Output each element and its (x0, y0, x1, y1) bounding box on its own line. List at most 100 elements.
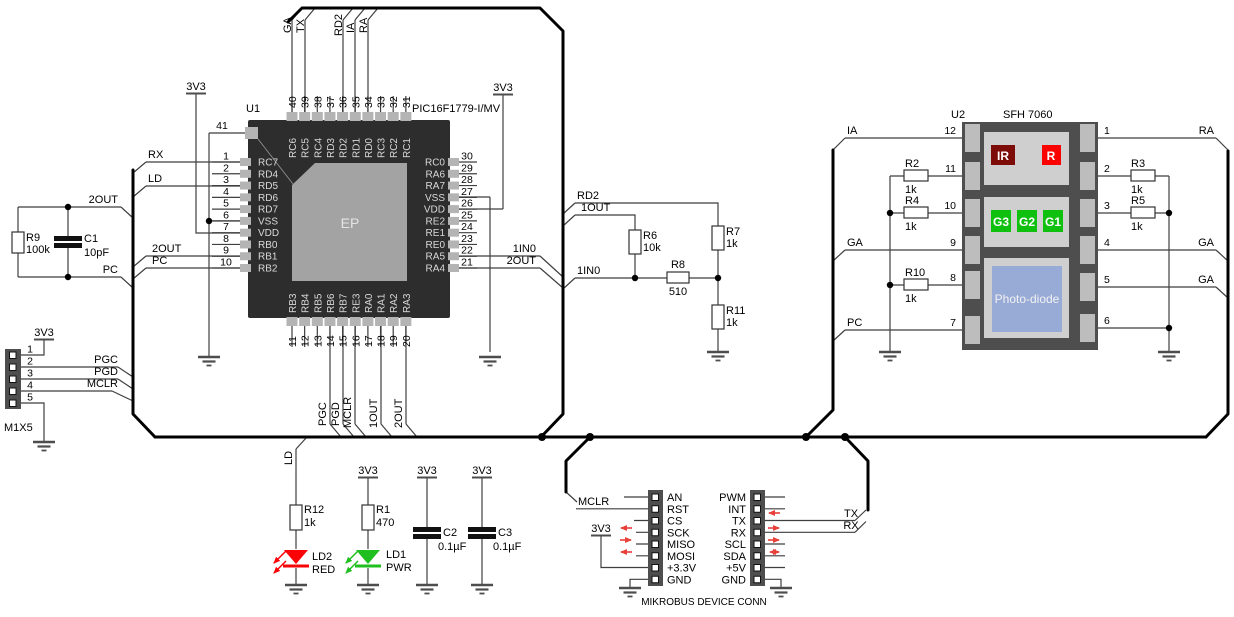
u2-right-pin-number: 5 (1104, 274, 1110, 286)
u2-g2-label: G2 (1019, 215, 1035, 229)
divider-network: RD2 1OUT 1IN0 R6 10k R7 1k R8 510 R11 1k (577, 190, 745, 330)
u1-bottom-pin-name: RB5 (313, 293, 324, 313)
u1-mcu: EP U1 PIC16F1779-I/MV 41 1RC72RD43RD54RD… (212, 96, 501, 347)
u2-right-pad (1080, 199, 1095, 227)
u1-top-pin-stub (299, 112, 311, 121)
signal-direction-arrows (620, 510, 780, 555)
resistor-r9 (11, 231, 25, 254)
u1-right-pin-name: RA4 (426, 264, 446, 275)
u1-left-pin-number: 10 (220, 257, 232, 269)
u1-bottom-pin-name: RB3 (288, 293, 299, 313)
u1-top-pin-number: 33 (376, 96, 388, 108)
mikrobus-right-pin-label: +5V (726, 563, 747, 575)
u1-top-pin-number: 37 (325, 96, 337, 108)
u1-left-pin-number: 3 (223, 174, 229, 186)
u1-top-pin-number: 36 (338, 96, 350, 108)
u2-right-pad (1080, 124, 1095, 152)
u1-bottom-pin-stub (387, 317, 399, 326)
m1x5-pin-number: 3 (27, 368, 33, 380)
u1-right-pin-number: 26 (461, 198, 473, 210)
u1-top-pin-name: RC2 (389, 138, 400, 158)
u1-bottom-pin-name: RA0 (364, 293, 375, 313)
u1-pin41-diagonal (257, 138, 294, 185)
u1-left-pin-name: RB1 (258, 252, 278, 263)
v33-power-flag: 3V3 (358, 465, 378, 477)
c1-ref: C1 (84, 233, 98, 245)
r5-value: 1k (1131, 221, 1143, 233)
mikrobus-left-pin-hole (651, 528, 659, 537)
u1-top-pin-number: 34 (363, 96, 375, 108)
net-ld-vertical: LD (283, 451, 295, 465)
u1-bottom-pin-number: 19 (388, 335, 400, 347)
u1-ep-label: EP (341, 215, 360, 231)
mikrobus-left-pin-hole (651, 517, 659, 525)
u1-pin41-stub (245, 127, 258, 139)
u1-top-pin-number: 40 (287, 96, 299, 108)
u1-top-pin-number: 35 (350, 96, 362, 108)
net-2out-in: 2OUT (152, 243, 182, 255)
u1-left-pin-number: 5 (223, 198, 229, 210)
net-pc-in: PC (152, 255, 167, 267)
r10-ref: R10 (905, 267, 925, 279)
r2-value: 1k (905, 184, 917, 196)
u2-red-led (1042, 145, 1061, 165)
u1-right-pin-name: VDD (424, 205, 445, 216)
net-pgc: PGC (94, 354, 118, 366)
u1-right-pin-name: RE2 (426, 216, 446, 227)
u1-right-pin-stub (448, 240, 459, 249)
u1-left-pin-stub (240, 181, 251, 190)
u1-top-pin-name: RD1 (351, 138, 362, 158)
r12-ref: R12 (304, 504, 324, 516)
u1-top-pin-name: RD3 (326, 138, 337, 158)
u1-bottom-pin-stub (362, 317, 374, 326)
net-pc-u2: PC (847, 317, 862, 329)
net-ld: LD (148, 173, 162, 185)
mikrobus-connector: ANRSTCSSCKMISOMOSI+3.3VGNDPWMINTTXRXSCLS… (578, 490, 859, 608)
led-ld1-emission-arrow (345, 550, 359, 564)
u1-left-pin-name: RC7 (258, 158, 278, 169)
r3-value: 1k (1131, 184, 1143, 196)
c2-value: 0.1µF (438, 541, 467, 553)
mikrobus-left-pin-label: CS (667, 516, 682, 528)
u1-left-pin-name: RD5 (258, 181, 278, 192)
u2-right-pad (1080, 162, 1095, 190)
u1-bottom-pin-name: RB7 (339, 293, 350, 313)
mikrobus-right-pin-hole (753, 517, 761, 525)
u1-bottom-pin-number: 12 (300, 335, 312, 347)
u1-bottom-pin-number: 11 (287, 336, 299, 347)
u1-left-pin-stub (240, 216, 251, 225)
net-ra-top: RA (358, 17, 370, 33)
v33-power-flag: 3V3 (417, 465, 437, 477)
net-1out-bottom: 1OUT (368, 398, 380, 428)
r9-ref: R9 (26, 232, 40, 244)
r11-ref: R11 (726, 305, 745, 317)
u1-right-pin-name: RE0 (426, 240, 446, 251)
capacitor-c2 (413, 527, 441, 532)
u2-g3-led (991, 210, 1011, 232)
u2-left-pin-number: 10 (944, 200, 956, 212)
wire-middle-divider (575, 202, 719, 352)
resistor-r3 (1130, 169, 1156, 182)
r1-value: 470 (376, 517, 394, 529)
net-2out-left: 2OUT (89, 194, 119, 206)
u1-bottom-pin-stub (375, 317, 387, 326)
mikrobus-left-pin-label: SCK (667, 527, 690, 539)
u1-right-pin-number: 28 (461, 174, 473, 186)
u1-right-pin-number: 27 (461, 186, 473, 198)
net-rd2-mid: RD2 (577, 190, 599, 202)
r10-value: 1k (905, 293, 917, 305)
r2-ref: R2 (905, 158, 919, 170)
m1x5-pin-hole (9, 363, 17, 371)
wire-leds-caps (295, 449, 483, 585)
u1-right-pin-stub (448, 205, 459, 214)
mikrobus-right-pin-hole (753, 540, 761, 548)
u1-right-pin-stub (448, 169, 459, 178)
v33-power-flag: 3V3 (493, 82, 513, 94)
led-cap-row: R12 1k LD2 RED R1 470 LD1 PWR C2 0.1µF C… (273, 504, 522, 576)
u1-left-pin-name: RD7 (258, 205, 278, 216)
mikrobus-left-pin-label: GND (667, 574, 692, 586)
u1-ep-pad (292, 163, 407, 281)
u1-bottom-pin-stub (299, 317, 311, 326)
